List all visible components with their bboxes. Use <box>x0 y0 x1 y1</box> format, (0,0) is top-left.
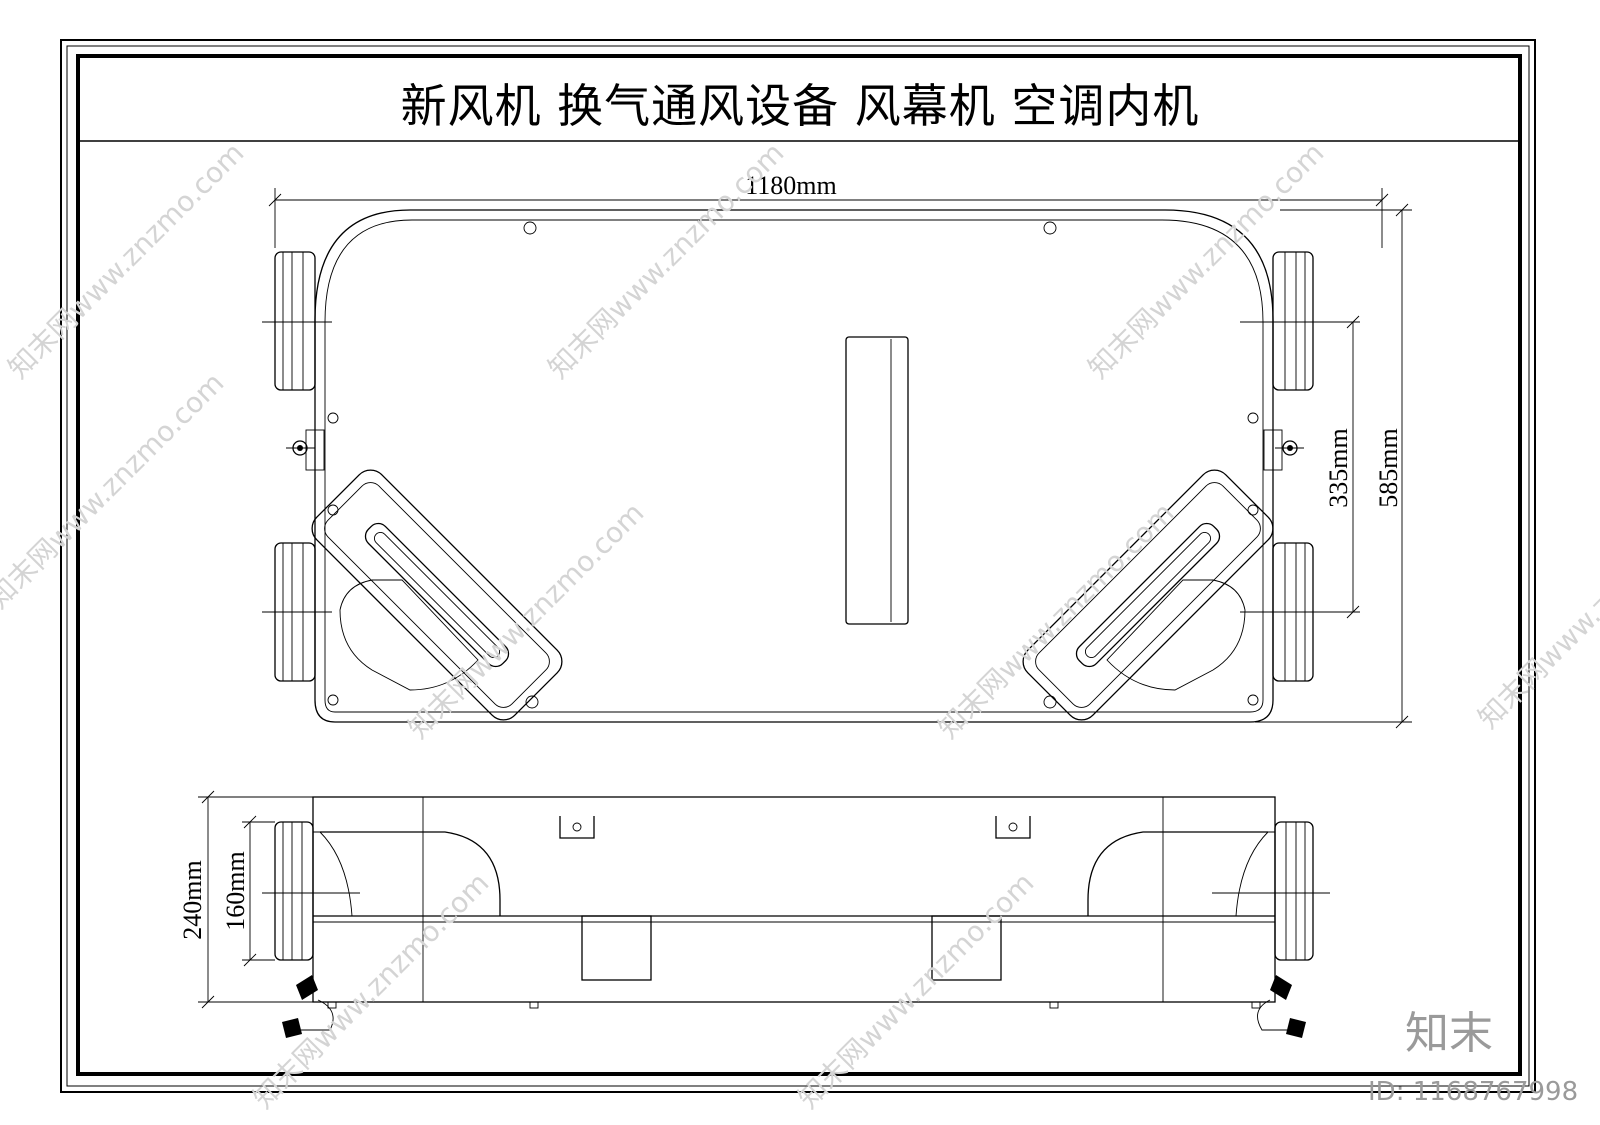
watermark-tile: 知末网www.znzmo.com <box>0 366 230 615</box>
watermark-tile: 知末网www.znzmo.com <box>247 866 496 1115</box>
side-feet <box>327 1001 1261 1009</box>
plan-outer-label: 585mm <box>1374 428 1403 507</box>
watermark-tile: 知末网www.znzmo.com <box>1082 136 1331 385</box>
plan-center-panel <box>845 336 909 625</box>
plan-inner-dimension <box>1346 315 1360 619</box>
watermark-id: ID: 1168767998 <box>1368 1077 1578 1107</box>
side-left-tab <box>559 816 595 839</box>
watermark-tile: 知末网www.znzmo.com <box>542 136 791 385</box>
plan-right-bottom-duct <box>1240 542 1360 682</box>
sheet-title: 新风机 换气通风设备 风幕机 空调内机 <box>401 79 1200 133</box>
plan-right-handle-shadow <box>1106 579 1246 691</box>
plan-left-handle <box>311 469 563 721</box>
plan-body-outline <box>314 209 1274 723</box>
plan-width-label: 1180mm <box>745 171 836 200</box>
plan-left-bracket <box>286 429 325 471</box>
side-right-elbow <box>1087 831 1268 916</box>
plan-right-handle <box>1022 469 1274 721</box>
side-right-drain <box>1257 975 1306 1038</box>
plan-view <box>262 209 1360 723</box>
watermark-tile: 知末网www.znzmo.com <box>932 496 1181 745</box>
side-duct-label: 160mm <box>221 851 250 930</box>
side-left-drain <box>282 975 334 1038</box>
plan-right-bracket <box>1263 429 1304 471</box>
side-right-duct <box>1212 821 1330 961</box>
plan-left-bottom-duct <box>262 542 332 682</box>
side-right-tab <box>995 816 1031 839</box>
plan-screws <box>327 221 1259 709</box>
side-height-dimension <box>198 790 320 1009</box>
plan-right-top-duct <box>1240 251 1360 391</box>
watermark-tile: 知末网www.znzmo.com <box>792 866 1041 1115</box>
plan-outer-dimension <box>1255 203 1412 729</box>
watermark-tile: 知末网www.znzmo.com <box>2 136 251 385</box>
side-view <box>262 796 1330 1038</box>
sheet-frame <box>60 39 1536 1093</box>
side-duct-dimension <box>242 815 275 967</box>
side-left-elbow <box>320 831 501 916</box>
watermark-logo: 知末 <box>1405 1008 1493 1059</box>
plan-left-top-duct <box>262 251 332 391</box>
plan-left-handle-shadow <box>339 579 479 691</box>
side-height-label: 240mm <box>178 860 207 939</box>
plan-body-inner <box>324 219 1264 713</box>
plan-width-dimension <box>268 188 1389 248</box>
plan-inner-label: 335mm <box>1324 428 1353 507</box>
watermark-tile: 知末网www.znzmo.com <box>402 496 651 745</box>
side-left-recess <box>581 915 652 981</box>
watermark-tiles: 知末网www.znzmo.com 知末网www.znzmo.com 知末网www… <box>0 136 1600 1115</box>
side-left-duct <box>262 821 360 961</box>
side-right-recess <box>931 915 1002 981</box>
